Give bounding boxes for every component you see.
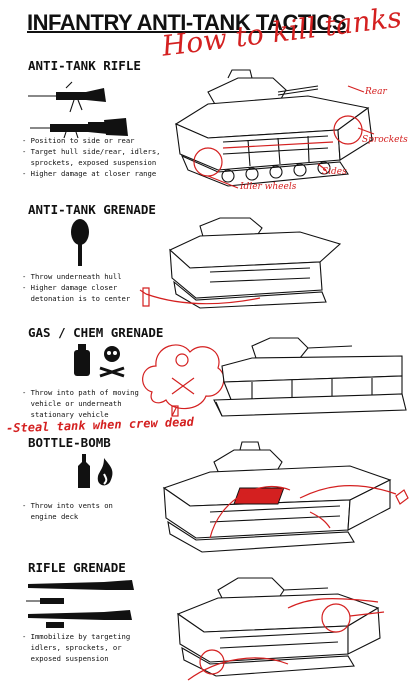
section-title-bottle-bomb: BOTTLE-BOMB <box>28 435 111 450</box>
rifle-grenade-desc: - Immobilize by targeting idlers, sprock… <box>22 632 131 663</box>
tank-illustration-3 <box>213 337 407 417</box>
callout-sprockets: Sprockets <box>362 135 408 145</box>
bottle-bomb-icon <box>78 454 113 488</box>
callout-sides: Sides <box>322 167 347 177</box>
main-title: INFANTRY ANTI-TANK TACTICS <box>27 10 347 35</box>
thrown-gas-canister-icon <box>171 405 179 417</box>
section-title-anti-tank-grenade: ANTI-TANK GRENADE <box>28 202 156 217</box>
at-grenade-desc: - Throw underneath hull - Higher damage … <box>22 272 131 303</box>
section-title-anti-tank-rifle: ANTI-TANK RIFLE <box>28 58 141 73</box>
rifle-grenade-icon <box>26 580 134 628</box>
rifle-desc: - Position to side or rear - Target hull… <box>22 136 161 178</box>
gas-cloud-icon <box>142 344 225 417</box>
bottle-bomb-desc: - Throw into vents on engine deck <box>22 501 113 521</box>
tank-illustration-4 <box>162 441 409 553</box>
anti-tank-grenade-icon <box>71 219 89 266</box>
thrown-grenade-icon <box>142 287 150 307</box>
gas-grenade-desc: - Throw into path of moving vehicle or u… <box>22 388 139 419</box>
tank-illustration-1 <box>174 69 375 189</box>
section-title-rifle-grenade: RIFLE GRENADE <box>28 560 126 575</box>
callout-rear: Rear <box>365 87 387 97</box>
gas-grenade-icon <box>74 344 125 378</box>
tank-illustration-2 <box>139 217 342 309</box>
callout-idler-wheels: Idler wheels <box>240 182 297 192</box>
anti-tank-rifle-icon <box>28 81 128 139</box>
tank-illustration-5 <box>176 577 385 681</box>
section-title-gas-chem-grenade: GAS / CHEM GRENADE <box>28 325 164 340</box>
